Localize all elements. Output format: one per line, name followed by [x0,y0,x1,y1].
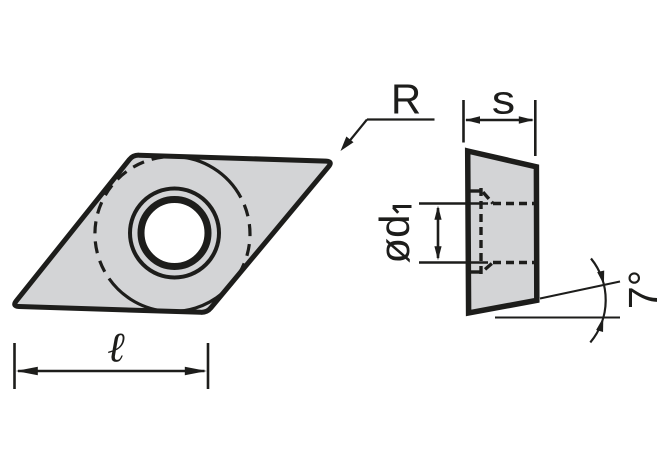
svg-text:ℓ: ℓ [107,326,125,372]
svg-text:ød: ød [371,214,418,263]
svg-text:7°: 7° [620,270,666,309]
svg-text:R: R [391,76,421,123]
svg-text:s: s [492,79,515,123]
